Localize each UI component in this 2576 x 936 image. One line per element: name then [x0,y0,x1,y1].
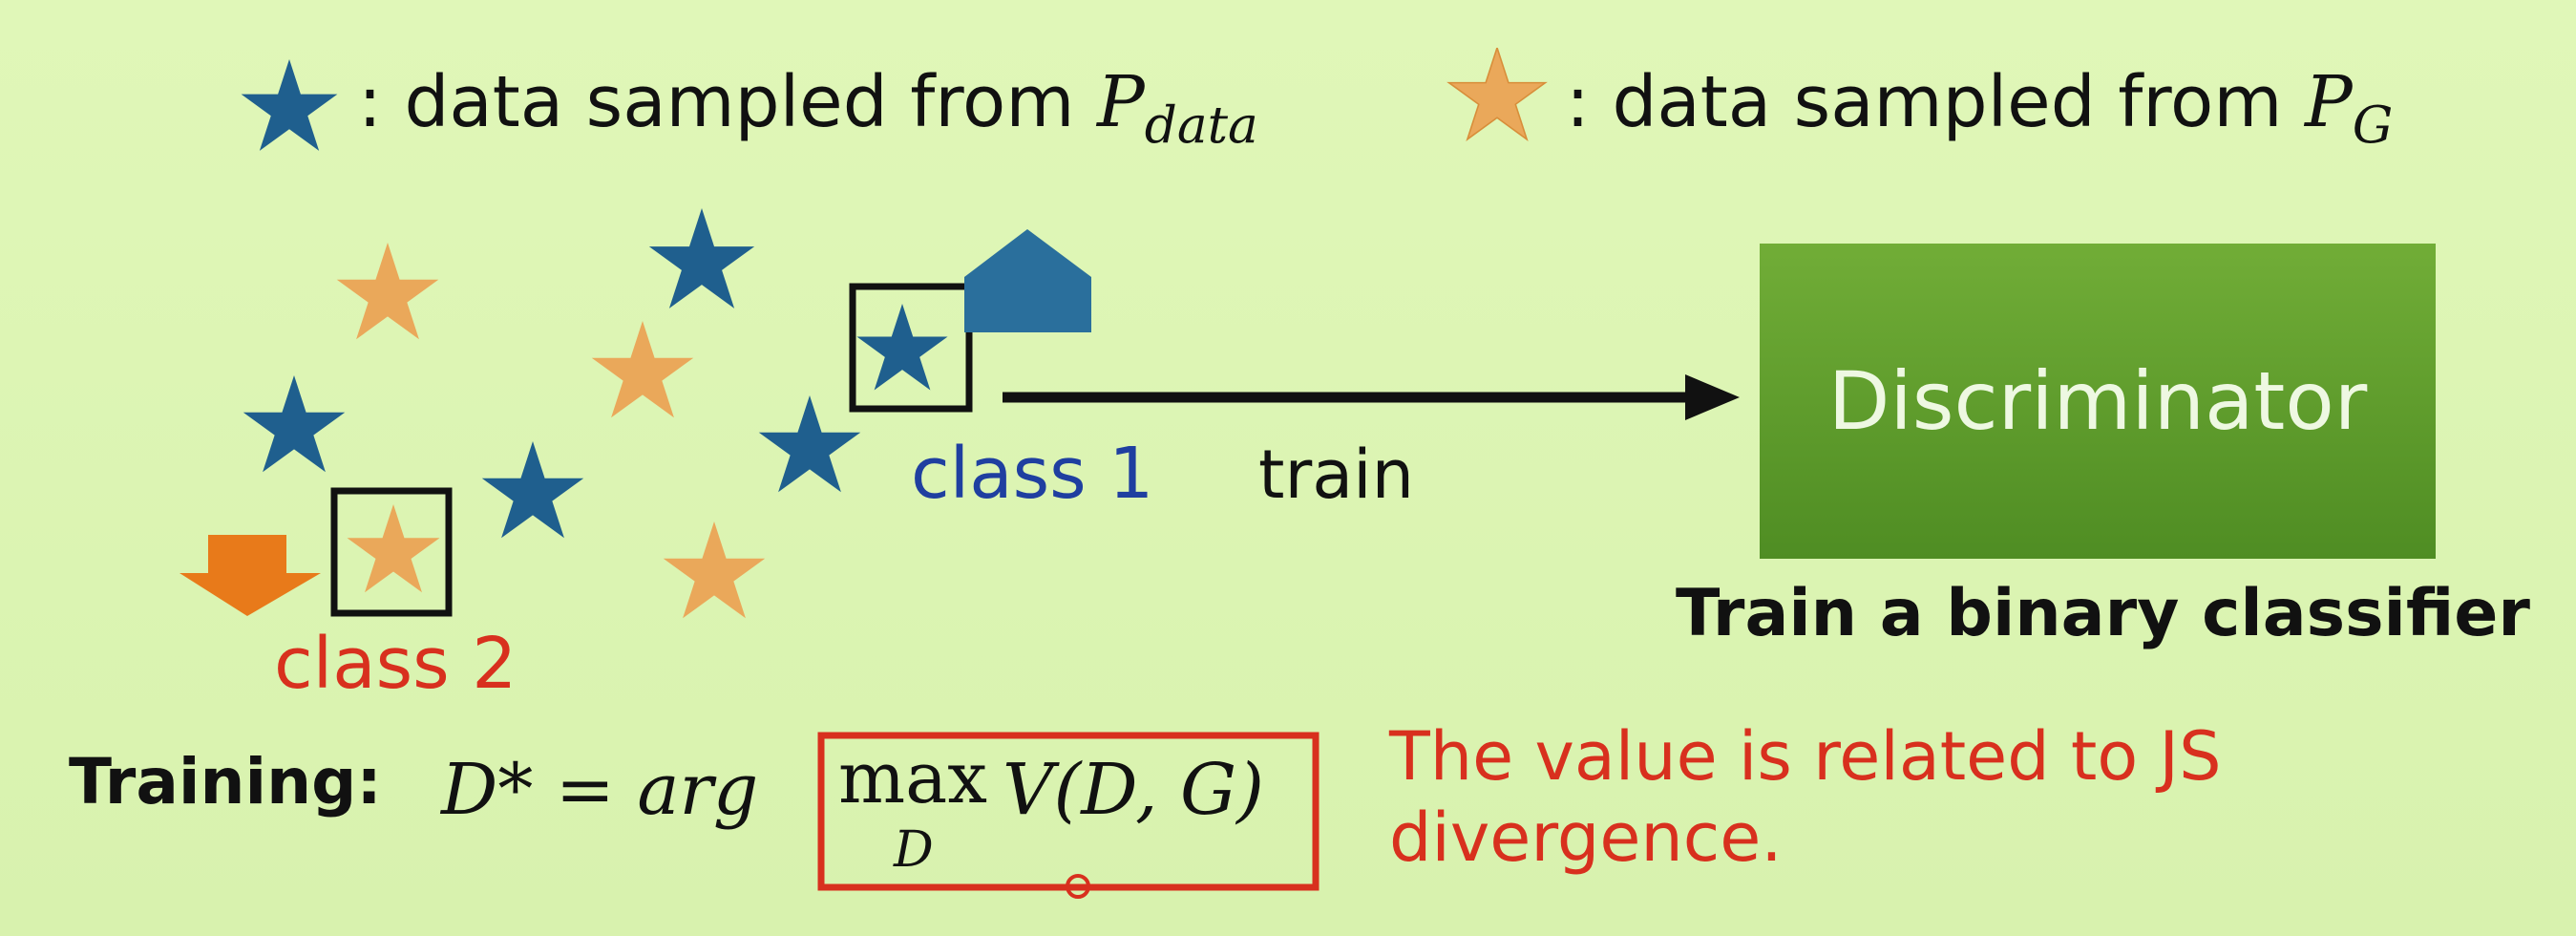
data-star-icon [481,441,584,539]
legend-gen: : data sampled from PG [1566,61,2393,155]
gen-star-icon [336,243,439,340]
max-operator: max [838,737,988,819]
equation-max: max [838,737,987,819]
discriminator-box: Discriminator [1760,244,2436,559]
gen-star-icon [591,321,694,418]
data-star-icon [856,304,948,391]
training-equation: D* = arg [441,749,758,831]
discriminator-label: Discriminator [1827,354,2368,448]
right-arrow-icon [1685,374,1740,420]
legend-gen-symbol: P [2304,61,2353,143]
legend-gen-prefix: : data sampled from [1566,61,2305,143]
binary-classifier-caption: Train a binary classifier [1676,576,2530,651]
legend-data-sub: data [1144,96,1258,156]
cursor-dot [1066,874,1090,899]
legend-gen-sub: G [2352,96,2394,156]
training-label: Training: [69,745,382,819]
train-label: train [1258,436,1414,514]
class2-label: class 2 [274,623,517,705]
up-arrow-icon [953,229,1091,332]
equation-function: V(D, G) [1003,749,1265,831]
gen-star-icon [663,521,766,619]
legend-data-symbol: P [1096,61,1145,143]
js-divergence-note: The value is related to JS divergence. [1389,716,2222,880]
gen-star-icon [347,504,440,593]
class1-label: class 1 [911,433,1154,515]
down-arrow-icon [179,535,321,616]
class2-selection-box [330,487,453,617]
legend-gen-star-icon [1449,48,1546,139]
data-star-icon [758,395,861,493]
equation-lhs: D* = arg [441,749,759,831]
legend-data: : data sampled from Pdata [358,61,1258,155]
class1-selection-box [849,283,973,413]
note-line-1: The value is related to JS [1389,717,2222,796]
max-subscript: D [894,821,934,879]
legend-data-star-icon [241,59,338,151]
data-star-icon [648,208,755,308]
note-line-2: divergence. [1389,798,1783,878]
data-star-icon [243,375,346,473]
legend-data-prefix: : data sampled from [358,61,1097,143]
